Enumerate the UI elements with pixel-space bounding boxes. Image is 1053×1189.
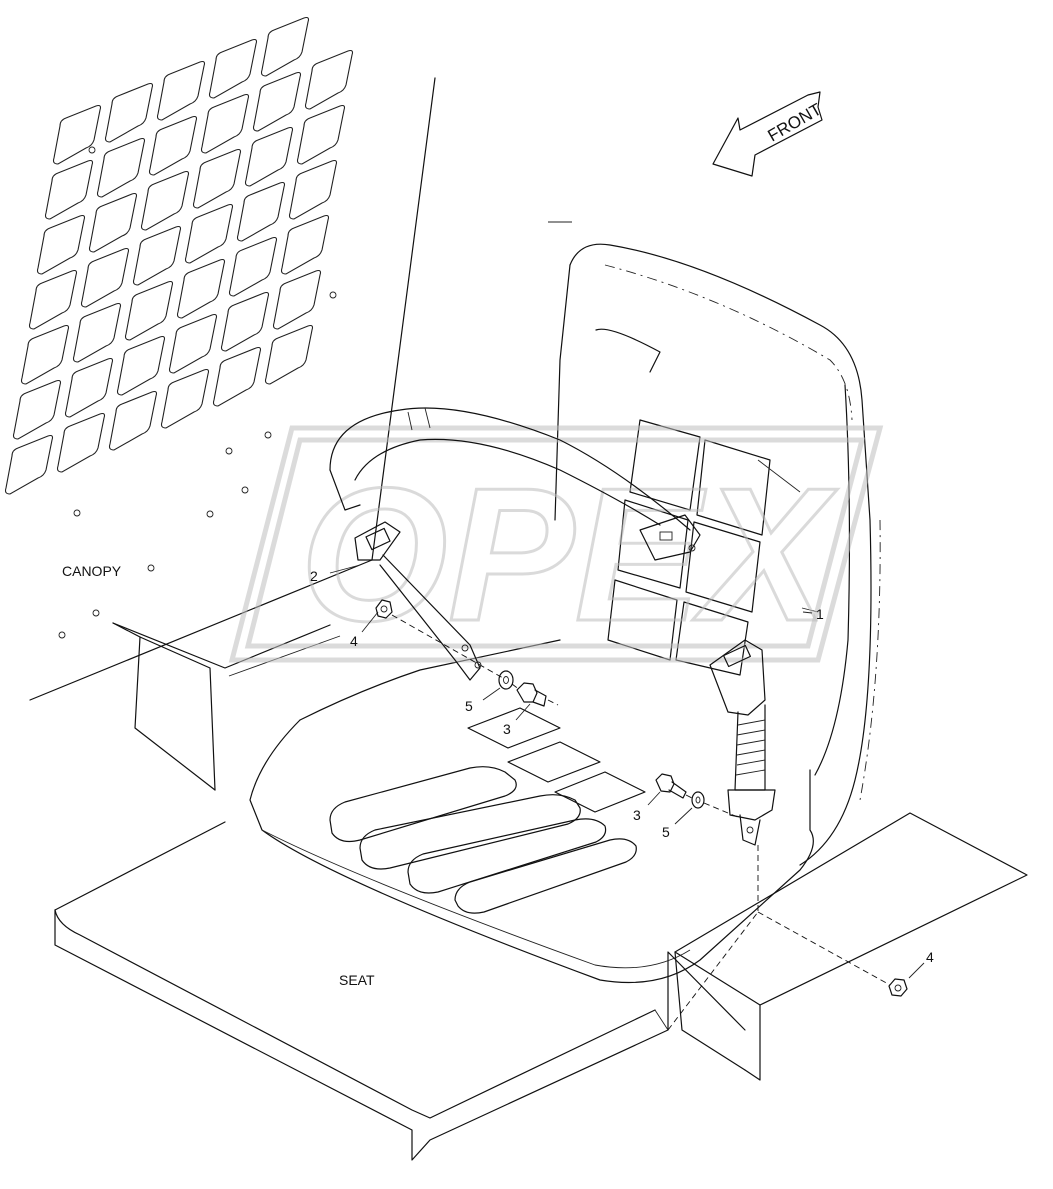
canopy-bolt-holes: [58, 146, 337, 639]
canopy-perforation: [116, 335, 166, 396]
canopy-perforation: [88, 192, 138, 253]
canopy-perforation: [252, 71, 302, 132]
canopy-perforation: [296, 104, 346, 165]
canopy-perforation: [220, 291, 270, 352]
canopy-perforation: [212, 346, 262, 407]
right-seat-bracket: [674, 812, 1028, 1081]
canopy-perforation: [280, 214, 330, 275]
canopy-perforation: [168, 313, 218, 374]
canopy-perforation: [200, 93, 250, 154]
callout-2: 2: [310, 568, 318, 584]
hardware: [375, 599, 908, 997]
seat-back: [548, 221, 881, 866]
canopy-perforation: [244, 126, 294, 187]
canopy-perforation: [64, 357, 114, 418]
canopy-perforation: [228, 236, 278, 297]
canopy-perforation: [4, 434, 54, 495]
canopy-perforation: [28, 269, 78, 330]
canopy-perforation: [12, 379, 62, 440]
left-seat-bracket: [112, 622, 341, 791]
callout-3-left: 3: [503, 721, 511, 737]
nut-left: [375, 599, 393, 619]
watermark-logo: OPEX: [228, 425, 884, 663]
canopy-perforation: [56, 412, 106, 473]
canopy-perforation: [80, 247, 130, 308]
leader-lines: [329, 564, 925, 979]
callout-1: 1: [816, 606, 824, 622]
canopy-perforation: [304, 49, 354, 110]
bolt-left: [516, 682, 547, 707]
callout-3-right: 3: [633, 807, 641, 823]
front-label: FRONT: [765, 100, 825, 146]
canopy-panel: [4, 16, 436, 701]
canopy-perforation: [132, 225, 182, 286]
canopy-perforation: [236, 181, 286, 242]
canopy-perforation: [96, 137, 146, 198]
seat-belt: [329, 407, 776, 846]
canopy-perforation-grid: [4, 16, 354, 495]
seat-cushion: [249, 639, 814, 984]
callout-4-left: 4: [350, 633, 358, 649]
canopy-perforation: [156, 60, 206, 121]
assembly-lines: [391, 614, 891, 1031]
callout-5-right: 5: [662, 824, 670, 840]
seat-base-plate: [54, 821, 746, 1161]
canopy-perforation: [52, 104, 102, 165]
canopy-perforation: [36, 214, 86, 275]
canopy-perforation: [104, 82, 154, 143]
seat-label: SEAT: [339, 972, 375, 988]
front-direction-arrow: FRONT: [712, 91, 825, 177]
washer-left: [498, 670, 514, 690]
canopy-perforation: [260, 16, 310, 77]
canopy-perforation: [264, 324, 314, 385]
callout-4-right: 4: [926, 949, 934, 965]
bolt-right: [655, 773, 687, 799]
canopy-label: CANOPY: [62, 563, 122, 579]
canopy-perforation: [124, 280, 174, 341]
watermark-text: OPEX: [300, 449, 838, 661]
canopy-perforation: [208, 38, 258, 99]
canopy-perforation: [72, 302, 122, 363]
canopy-perforation: [44, 159, 94, 220]
canopy-perforation: [108, 390, 158, 451]
canopy-perforation: [160, 368, 210, 429]
canopy-perforation: [176, 258, 226, 319]
canopy-perforation: [192, 148, 242, 209]
washer-right: [691, 791, 705, 809]
canopy-perforation: [288, 159, 338, 220]
canopy-perforation: [20, 324, 70, 385]
nut-bottom-right: [888, 978, 908, 997]
callout-5-left: 5: [465, 698, 473, 714]
canopy-perforation: [272, 269, 322, 330]
canopy-perforation: [140, 170, 190, 231]
canopy-perforation: [148, 115, 198, 176]
canopy-perforation: [184, 203, 234, 264]
